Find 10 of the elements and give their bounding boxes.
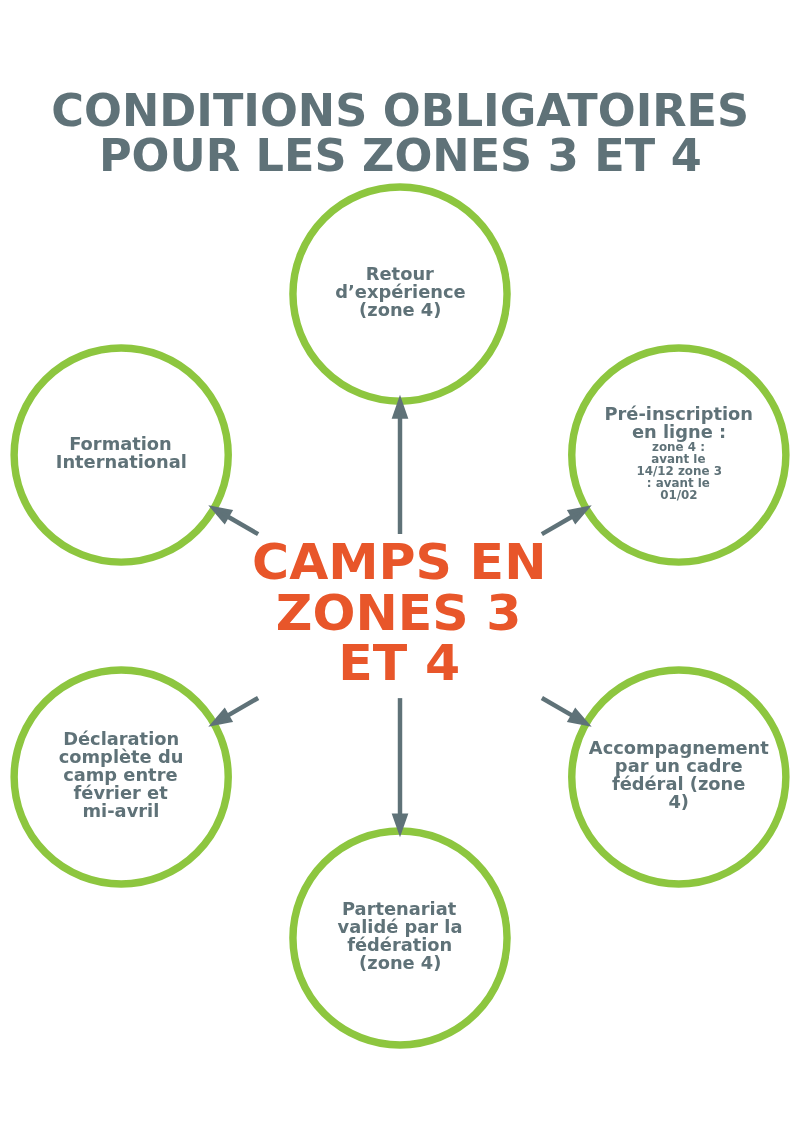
node-text: CAMPS EN ZONES 3 ET 4 xyxy=(252,532,547,693)
arrow xyxy=(208,505,260,537)
arrow xyxy=(391,698,409,838)
arrow xyxy=(391,394,409,534)
arrow xyxy=(540,696,592,727)
node-circle: Retour d’expérience (zone 4) xyxy=(289,183,511,405)
diagram-title: CONDITIONS OBLIGATOIRES POUR LES ZONES 3 ET 4 xyxy=(51,85,750,182)
arrow xyxy=(540,505,592,537)
arrow xyxy=(208,696,260,727)
node-circle: Partenariat validé par la fédération (zone 4) xyxy=(289,827,511,1049)
